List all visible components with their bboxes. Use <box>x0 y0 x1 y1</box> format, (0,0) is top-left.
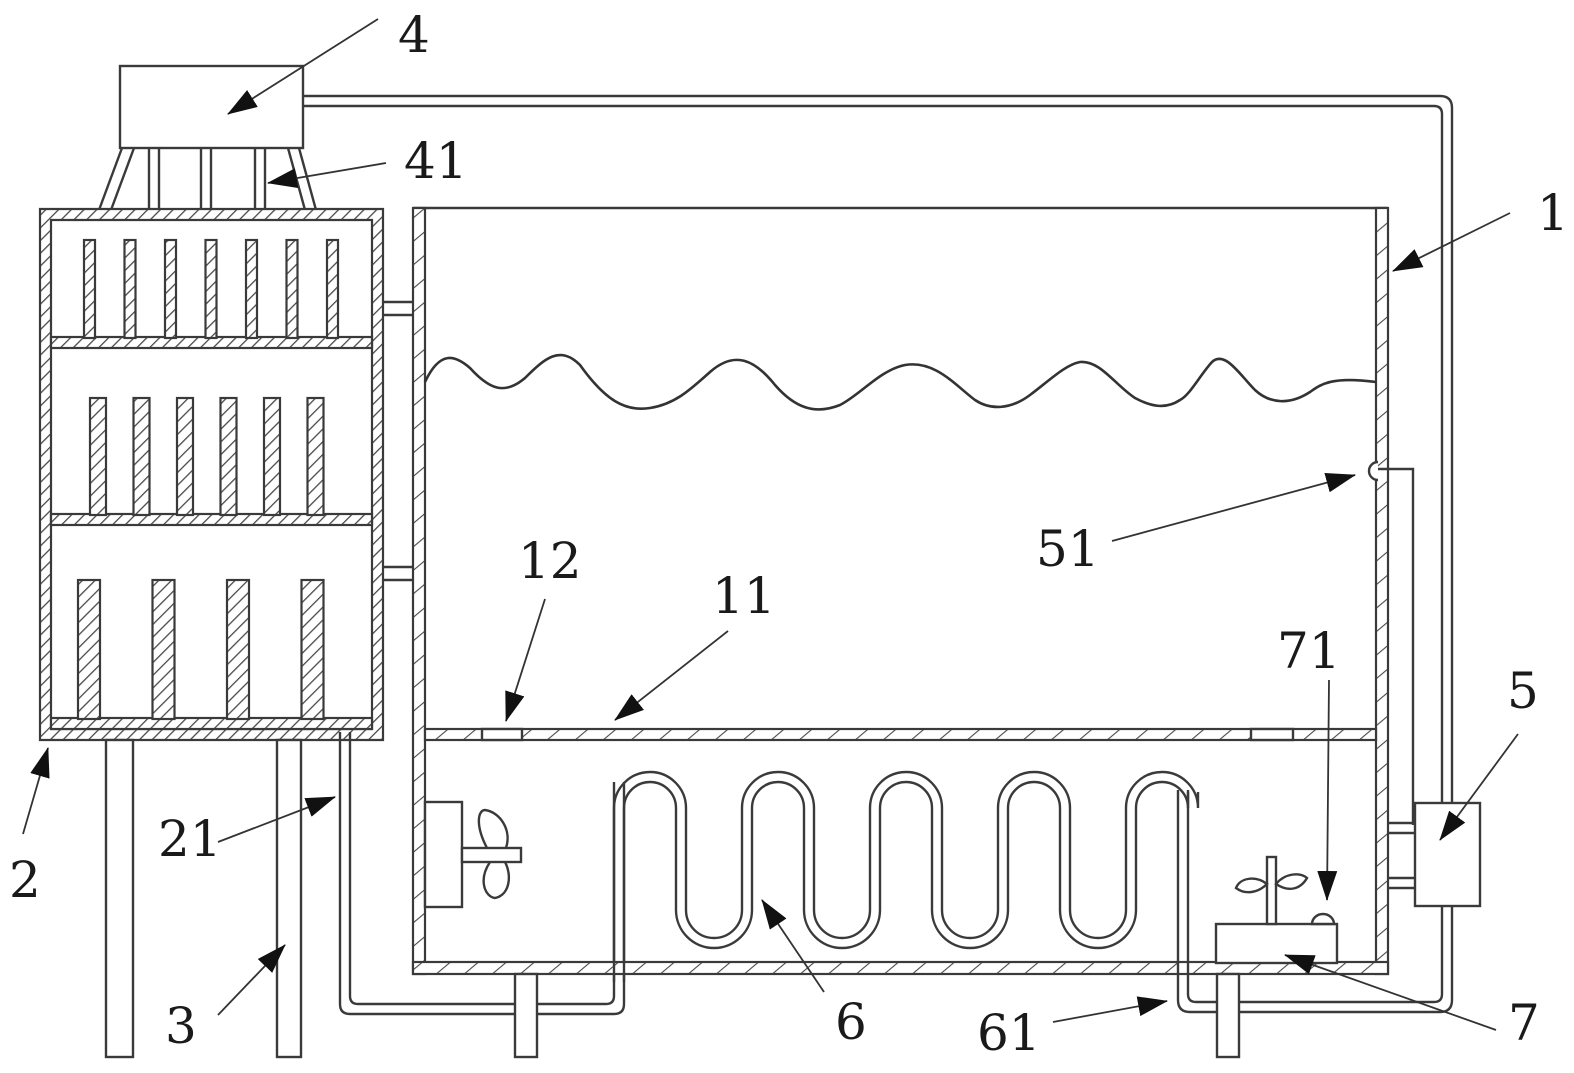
top-unit-box <box>118 64 305 150</box>
fin <box>262 396 282 517</box>
drain-stubs <box>513 972 1241 1059</box>
fin <box>325 238 340 340</box>
label-3: 3 <box>165 997 197 1055</box>
partition-opening-right <box>1249 727 1295 742</box>
fin <box>123 238 137 340</box>
plant-stem <box>1265 855 1278 926</box>
plant-leaf-right <box>1274 873 1309 890</box>
water-surface <box>423 353 1377 411</box>
planter-7 <box>1214 855 1339 965</box>
branch-pipes <box>97 147 318 215</box>
label-11: 11 <box>712 567 776 625</box>
top-return-pipe <box>302 94 1454 825</box>
fin <box>306 396 325 517</box>
fin <box>225 578 251 721</box>
coil-outlet-pipe-61 <box>1176 790 1190 1000</box>
label-51: 51 <box>1036 520 1100 578</box>
controller-bottom-pipe <box>1176 905 1454 1014</box>
partition-opening-left <box>480 727 524 742</box>
fin <box>285 238 299 340</box>
fin <box>151 578 176 721</box>
label-21: 21 <box>158 810 222 868</box>
coil-inner-wall <box>622 780 1190 982</box>
fin <box>132 396 151 517</box>
fin <box>244 238 259 340</box>
fan-assembly <box>423 800 523 909</box>
fin <box>76 578 102 721</box>
label-7: 7 <box>1508 994 1540 1052</box>
fins-row-3 <box>76 578 325 721</box>
sensor-51 <box>1367 460 1415 825</box>
label-5: 5 <box>1507 662 1539 720</box>
fin <box>163 238 178 340</box>
fins-row-2 <box>88 396 325 517</box>
coil-outer-wall <box>612 770 1200 982</box>
fan-blade-bottom <box>482 861 511 900</box>
fin <box>88 396 108 517</box>
serpentine-coil <box>612 770 1200 982</box>
sensor-dome-71 <box>1310 912 1336 926</box>
fin <box>219 396 238 517</box>
label-4: 4 <box>398 6 430 64</box>
fin <box>300 578 325 721</box>
partition-plate <box>423 727 1378 742</box>
fin <box>204 238 218 340</box>
label-2: 2 <box>9 851 41 909</box>
fan-shaft <box>460 846 523 864</box>
support-legs <box>104 738 303 1059</box>
fan-blade-top <box>477 808 509 849</box>
plant-leaf-left <box>1234 877 1269 894</box>
fan-motor <box>423 800 464 909</box>
label-1: 1 <box>1537 184 1569 242</box>
fins-row-1 <box>82 238 340 340</box>
box-tank-connectors <box>383 300 413 582</box>
controller-5 <box>1388 801 1482 908</box>
fin <box>175 396 195 517</box>
fin <box>82 238 97 340</box>
label-61: 61 <box>977 1004 1041 1062</box>
label-12: 12 <box>518 532 582 590</box>
label-6: 6 <box>835 993 867 1051</box>
label-41: 41 <box>404 132 468 190</box>
water-tank <box>411 206 1390 976</box>
annotations: 4 41 1 51 12 11 71 5 2 21 3 6 61 7 <box>9 6 1569 1062</box>
label-71: 71 <box>1277 622 1341 680</box>
connecting-pipe-21 <box>338 732 626 1016</box>
